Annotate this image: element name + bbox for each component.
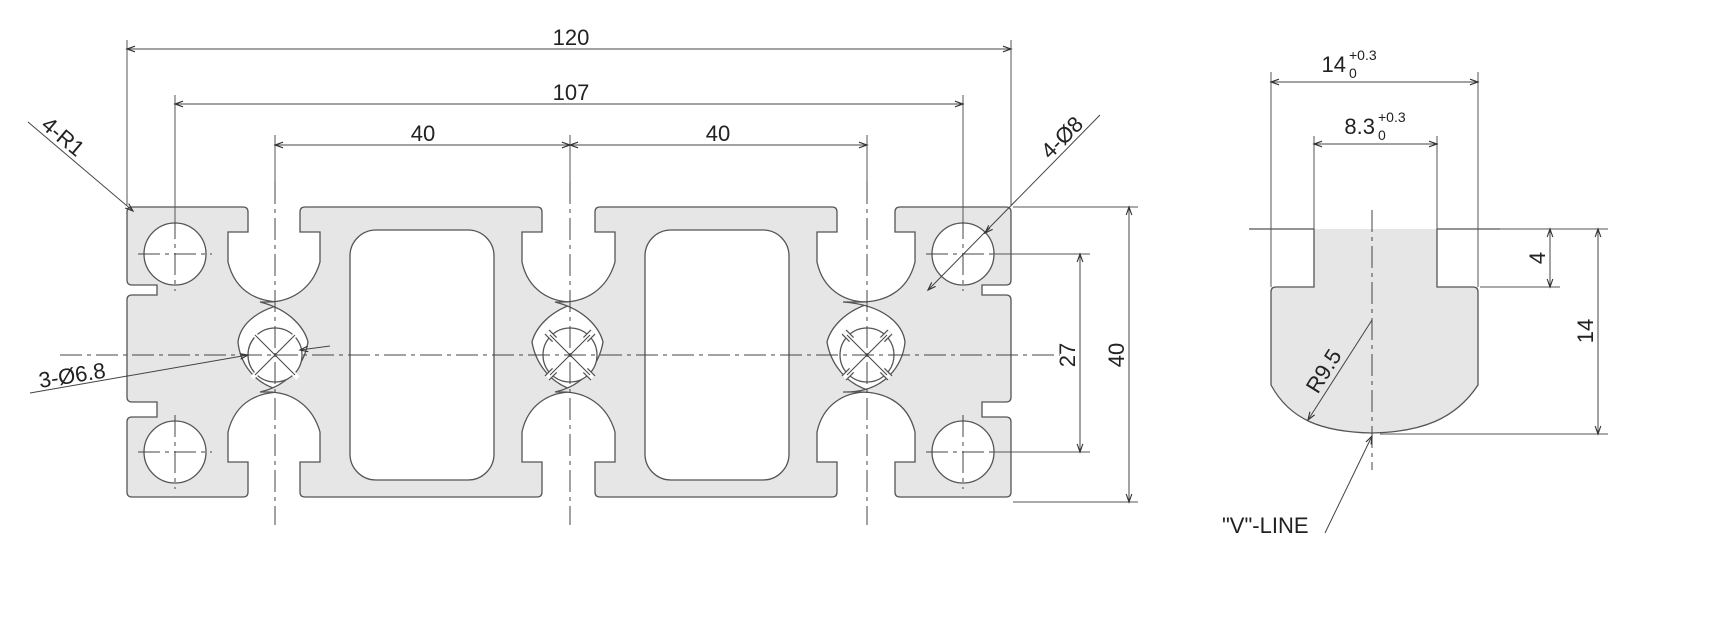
leader-v-line xyxy=(1324,434,1373,534)
slot-extension-lines xyxy=(1270,72,1608,435)
leader-3-d6-8 xyxy=(29,353,250,394)
label-slot-pitch-left: 40 xyxy=(411,121,435,146)
label-height: 40 xyxy=(1104,343,1129,367)
leader-4-d8 xyxy=(934,114,1101,284)
svg-text:8.3: 8.3 xyxy=(1344,114,1375,139)
profile-leaders xyxy=(27,114,1101,394)
slot-detail xyxy=(1249,210,1500,470)
callout-center-holes: 3-Ø6.8 xyxy=(37,358,107,393)
svg-text:0: 0 xyxy=(1349,65,1357,81)
profile-extension-lines xyxy=(126,40,1138,503)
profile-dimension-lines xyxy=(125,45,1133,504)
callout-v-line: "V"-LINE xyxy=(1222,513,1309,538)
callout-corner-radius: 4-R1 xyxy=(37,112,90,162)
label-slot-pitch-right: 40 xyxy=(706,121,730,146)
slot-body xyxy=(1271,229,1478,433)
callout-holes: 4-Ø8 xyxy=(1036,111,1088,163)
svg-text:+0.3: +0.3 xyxy=(1378,109,1406,125)
svg-text:+0.3: +0.3 xyxy=(1349,47,1377,63)
leader-4-r1 xyxy=(27,121,135,213)
label-lip-depth: 4 xyxy=(1525,252,1550,264)
label-opening-width: 8.3 +0.3 0 xyxy=(1344,109,1405,143)
label-hole-spacing: 107 xyxy=(553,80,590,105)
label-hole-vertical: 27 xyxy=(1055,343,1080,367)
label-slot-width: 14 +0.3 0 xyxy=(1322,47,1377,81)
slot-dimension-lines xyxy=(1269,78,1602,534)
leader-r9-5 xyxy=(1307,319,1373,422)
label-slot-depth: 14 xyxy=(1573,319,1598,343)
svg-text:14: 14 xyxy=(1322,52,1346,77)
profile-cross-section xyxy=(126,206,1012,498)
svg-text:0: 0 xyxy=(1378,127,1386,143)
label-overall-width: 120 xyxy=(553,25,590,50)
